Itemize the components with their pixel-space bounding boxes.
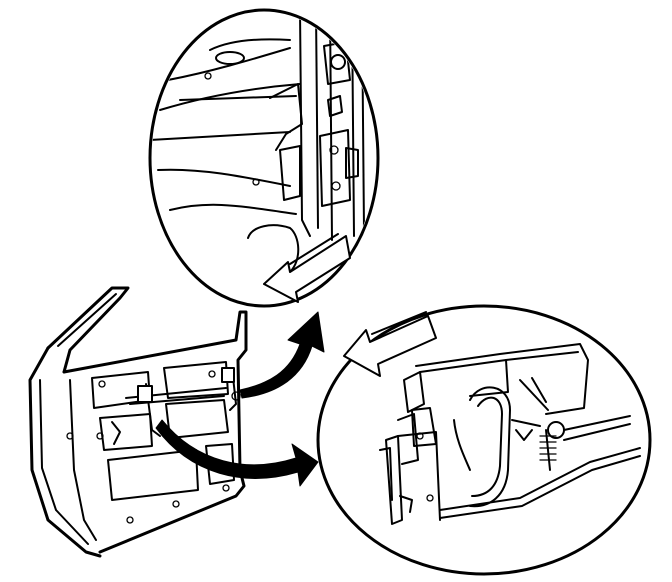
- lower-detail-callout: [316, 304, 652, 576]
- upper-detail-callout: [148, 8, 380, 308]
- arrow-to-upper-detail: [239, 311, 325, 399]
- door-panel: [28, 286, 248, 558]
- arrow-to-lower-detail: [155, 419, 319, 487]
- removal-arrow-lower: [343, 315, 437, 377]
- removal-arrow-upper: [263, 235, 351, 303]
